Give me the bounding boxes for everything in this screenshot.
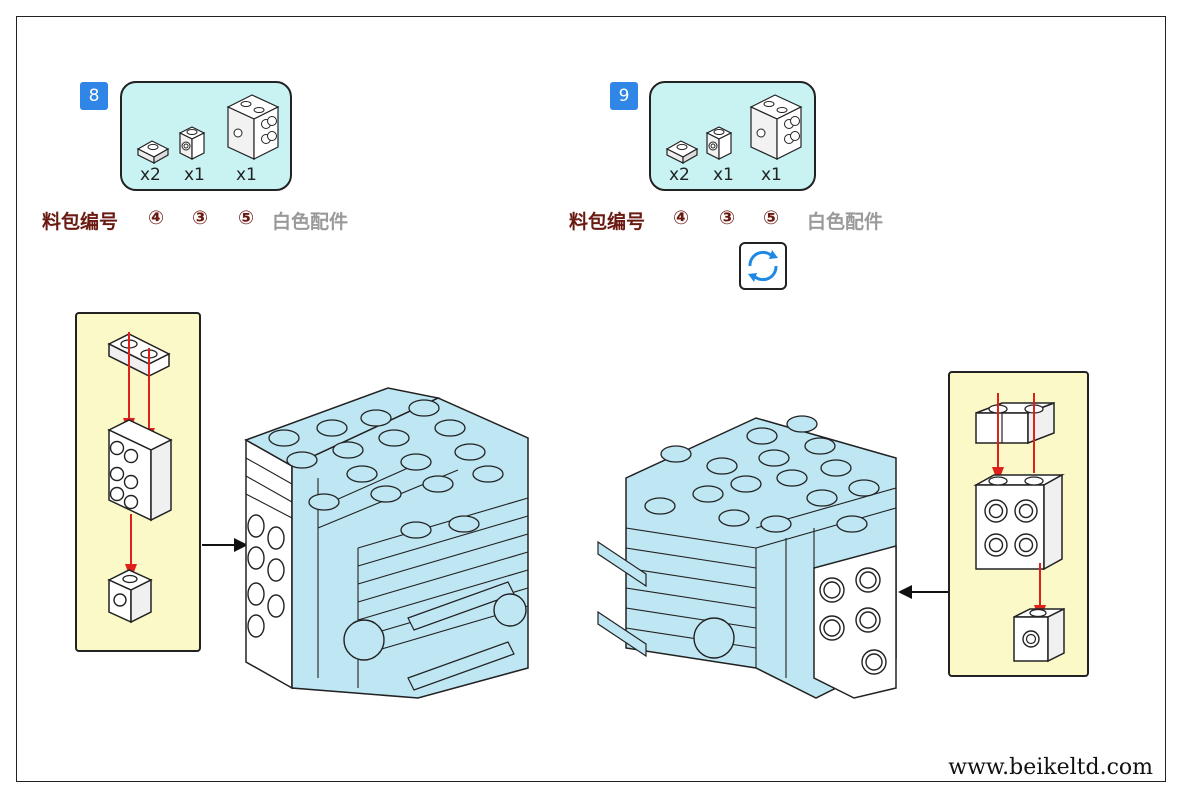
color-note: 白色配件 xyxy=(807,211,884,233)
parts-icons xyxy=(665,94,803,165)
part-qty: x2 xyxy=(140,165,161,185)
pack-number-row: 料包编号 ④ ③ ⑤ 白色配件 xyxy=(569,207,899,233)
side-stud-brick-1x2-icon xyxy=(973,473,1065,571)
side-stud-brick-1x1-icon xyxy=(107,569,153,624)
sub-assembly-graphic xyxy=(973,393,1065,663)
plate-1x2-icon xyxy=(107,333,171,378)
color-note: 白色配件 xyxy=(272,211,349,233)
attach-arrow xyxy=(202,538,248,552)
side-stud-brick-1x2-icon xyxy=(107,419,173,522)
sub-assembly-graphic xyxy=(107,332,173,624)
step-9-model-drawing xyxy=(597,415,897,699)
instruction-page-frame xyxy=(16,16,1166,782)
pack-number: ④ xyxy=(148,207,165,229)
step-8-model-drawing xyxy=(244,387,529,699)
pack-number: ⑤ xyxy=(763,207,780,229)
pack-number: ③ xyxy=(192,207,209,229)
part-qty: x2 xyxy=(669,165,690,185)
step-number-badge: 8 xyxy=(80,82,108,110)
parts-list-box: x2 x1 x1 xyxy=(120,81,292,191)
part-qty: x1 xyxy=(761,165,782,185)
side-stud-brick-1x2-icon xyxy=(749,94,803,160)
side-stud-brick-1x1-icon xyxy=(705,126,733,160)
plate-1x1-icon xyxy=(136,140,170,165)
sub-assembly-panel xyxy=(948,371,1089,677)
pack-label: 料包编号 xyxy=(569,211,646,233)
parts-icons xyxy=(136,94,280,165)
pack-number: ④ xyxy=(673,207,690,229)
plate-1x2-icon xyxy=(975,401,1055,445)
part-qty: x1 xyxy=(713,165,734,185)
step-number-badge: 9 xyxy=(610,82,638,110)
attach-arrow xyxy=(898,585,950,599)
part-qty: x1 xyxy=(236,165,257,185)
pack-label: 料包编号 xyxy=(42,211,119,233)
part-qty: x1 xyxy=(184,165,205,185)
pack-number: ⑤ xyxy=(238,207,255,229)
website-url: www.beikeltd.com xyxy=(948,755,1153,780)
pack-number-row: 料包编号 ④ ③ ⑤ 白色配件 xyxy=(42,207,372,233)
side-stud-brick-1x2-icon xyxy=(226,94,280,160)
rotate-model-icon xyxy=(739,242,787,290)
plate-1x1-icon xyxy=(665,140,699,165)
side-stud-brick-1x1-icon xyxy=(1013,607,1065,663)
rotate-arrows-graphic xyxy=(748,250,778,282)
side-stud-brick-1x1-icon xyxy=(178,126,206,160)
pack-number: ③ xyxy=(719,207,736,229)
parts-list-box: x2 x1 x1 xyxy=(649,81,816,191)
sub-assembly-panel xyxy=(75,312,201,652)
